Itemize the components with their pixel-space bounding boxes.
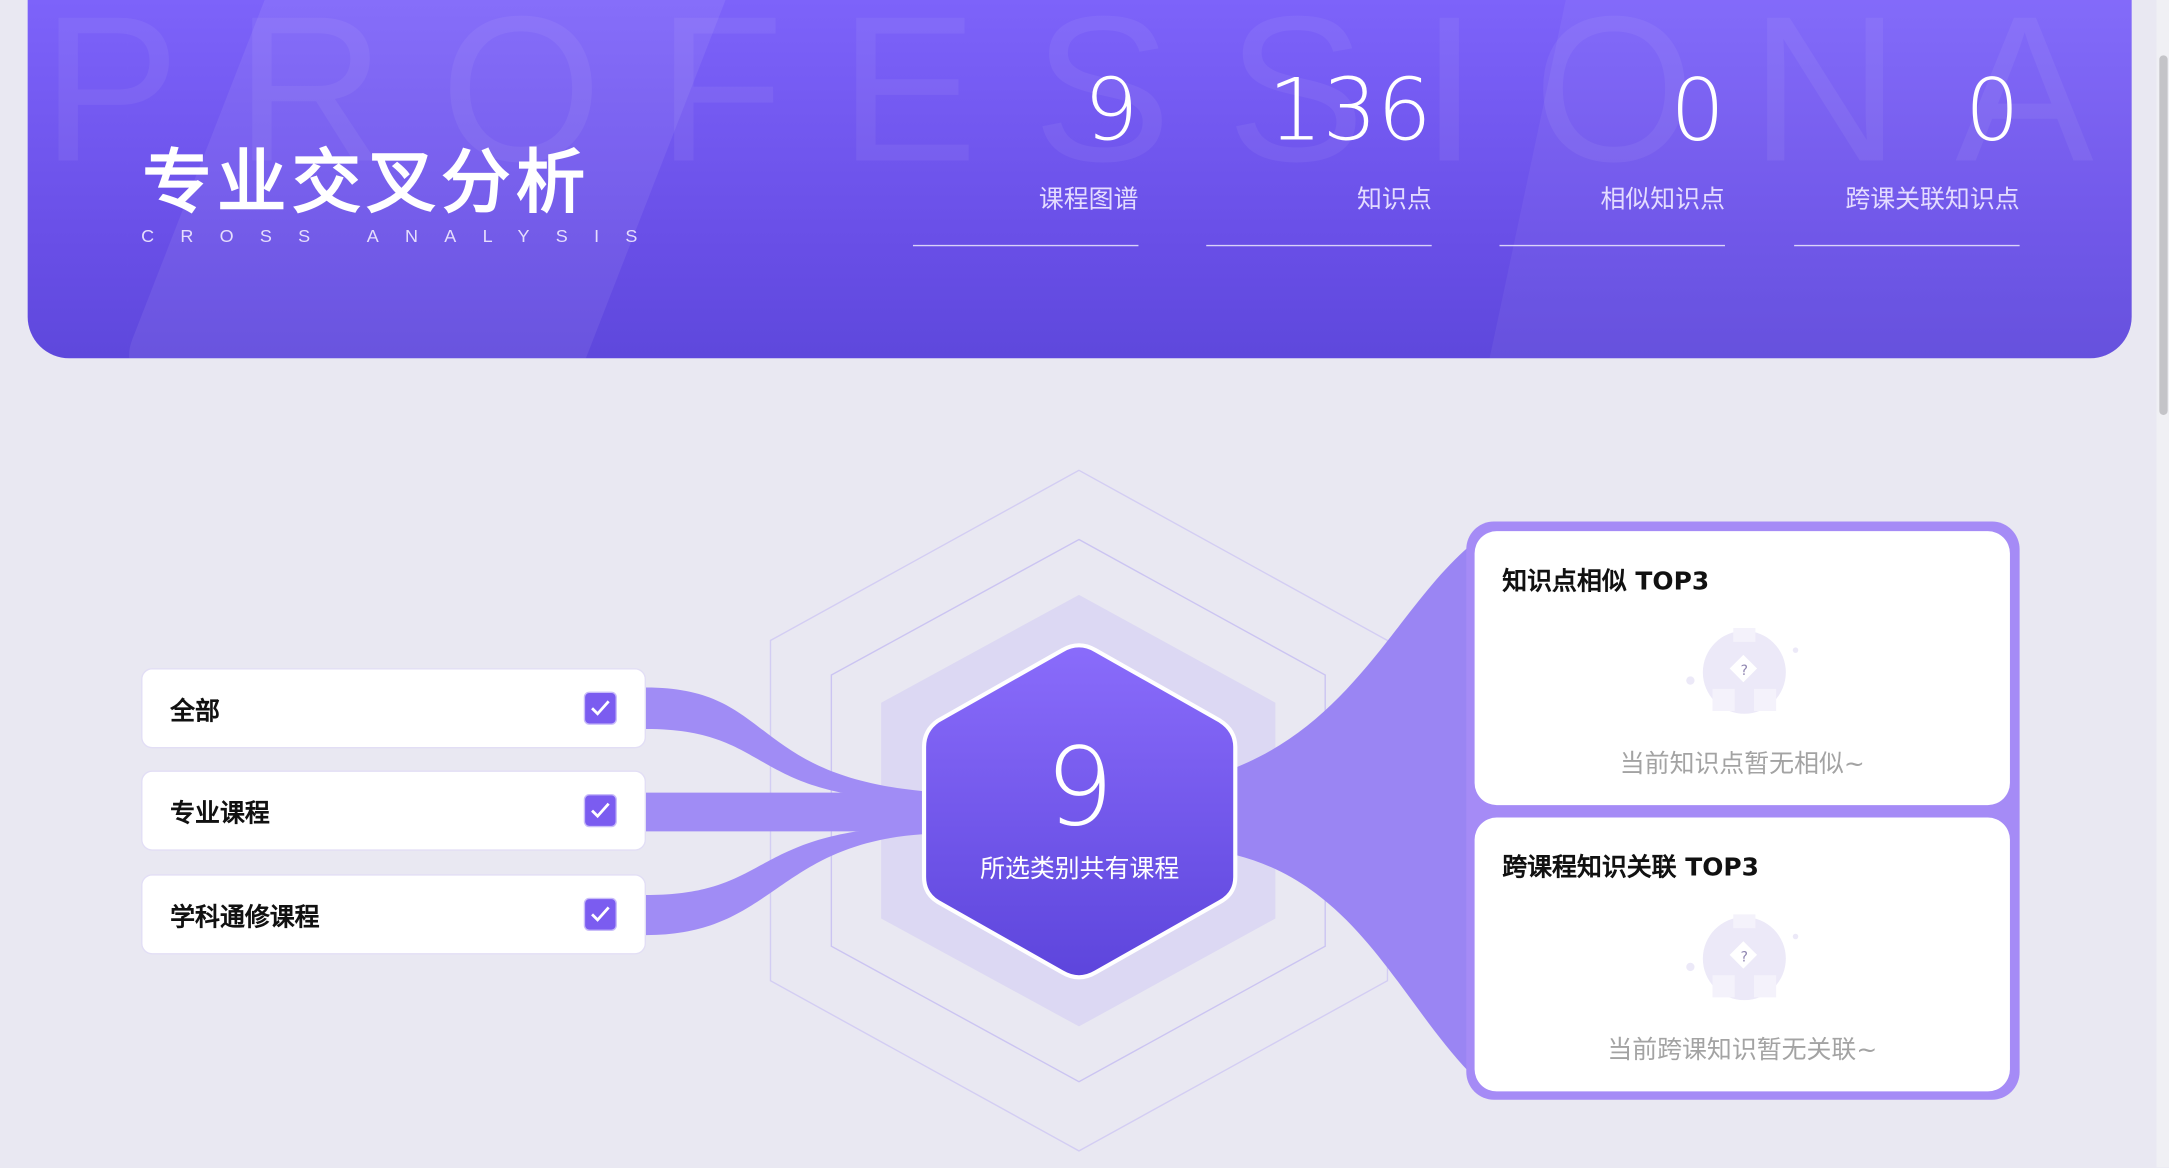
category-label: 全部 bbox=[170, 697, 220, 727]
center-hexagon bbox=[921, 643, 1238, 980]
empty-state-icon: ? bbox=[1686, 628, 1799, 714]
stat-cross-course-points: 0 跨课关联知识点 bbox=[1794, 55, 2020, 247]
card-title: 跨课程知识关联 TOP3 bbox=[1502, 853, 1759, 883]
page-title: 专业交叉分析 bbox=[142, 142, 591, 223]
ribbon-all bbox=[646, 687, 925, 800]
cross-course-top3-card: 跨课程知识关联 TOP3 ? 当前跨课知识暂无关联~ bbox=[1474, 817, 2010, 1092]
results-panel: 知识点相似 TOP3 ? 当前知识点暂无相似~ 跨课程知识关联 TOP3 ? 当… bbox=[1466, 521, 2020, 1100]
outer-hexagon bbox=[769, 469, 1389, 1152]
course-count-label: 所选类别共有课程 bbox=[980, 854, 1180, 884]
stat-value: 0 bbox=[1670, 59, 1725, 161]
card-title: 知识点相似 TOP3 bbox=[1502, 567, 1710, 597]
checkbox[interactable] bbox=[583, 897, 617, 931]
svg-text:?: ? bbox=[1741, 663, 1748, 679]
stat-value: 9 bbox=[1083, 59, 1139, 161]
stat-course-graphs: 9 课程图谱 bbox=[912, 55, 1139, 247]
funnel bbox=[1235, 546, 1470, 1073]
stat-knowledge-points: 136 知识点 bbox=[1206, 55, 1432, 247]
category-general[interactable]: 学科通修课程 bbox=[141, 874, 647, 955]
course-count-value: 9 bbox=[1045, 726, 1114, 851]
checkbox[interactable] bbox=[583, 691, 617, 725]
stat-label: 相似知识点 bbox=[1600, 185, 1725, 215]
category-label: 学科通修课程 bbox=[170, 903, 320, 933]
watermark-text: PROFESSIONAL CROSS bbox=[41, 0, 2132, 205]
check-icon bbox=[591, 906, 610, 922]
page-subtitle: CROSS ANALYSIS bbox=[141, 225, 664, 247]
scrollbar-thumb[interactable] bbox=[2159, 55, 2168, 415]
empty-message: 当前跨课知识暂无关联~ bbox=[1607, 1036, 1878, 1066]
course-count: 9 所选类别共有课程 bbox=[924, 733, 1235, 885]
middle-hexagon bbox=[830, 538, 1326, 1083]
stat-similar-points: 0 相似知识点 bbox=[1499, 55, 1725, 247]
check-icon bbox=[591, 802, 610, 819]
stat-label: 知识点 bbox=[1357, 185, 1432, 215]
check-icon bbox=[591, 700, 610, 716]
category-major[interactable]: 专业课程 bbox=[141, 770, 647, 851]
ribbon-general bbox=[646, 825, 925, 936]
stat-label: 跨课关联知识点 bbox=[1845, 185, 2020, 215]
stat-value: 0 bbox=[1965, 59, 2020, 161]
category-label: 专业课程 bbox=[170, 799, 270, 829]
category-all[interactable]: 全部 bbox=[141, 668, 647, 749]
header-banner: PROFESSIONAL CROSS 专业交叉分析 CROSS ANALYSIS… bbox=[27, 0, 2132, 359]
stat-value: 136 bbox=[1268, 59, 1432, 161]
similar-top3-card: 知识点相似 TOP3 ? 当前知识点暂无相似~ bbox=[1474, 531, 2010, 806]
checkbox[interactable] bbox=[583, 794, 617, 828]
empty-state-icon: ? bbox=[1686, 914, 1799, 1001]
svg-text:?: ? bbox=[1741, 949, 1748, 965]
stat-label: 课程图谱 bbox=[1038, 185, 1139, 215]
empty-message: 当前知识点暂无相似~ bbox=[1619, 749, 1865, 779]
ribbon-major bbox=[646, 792, 925, 832]
